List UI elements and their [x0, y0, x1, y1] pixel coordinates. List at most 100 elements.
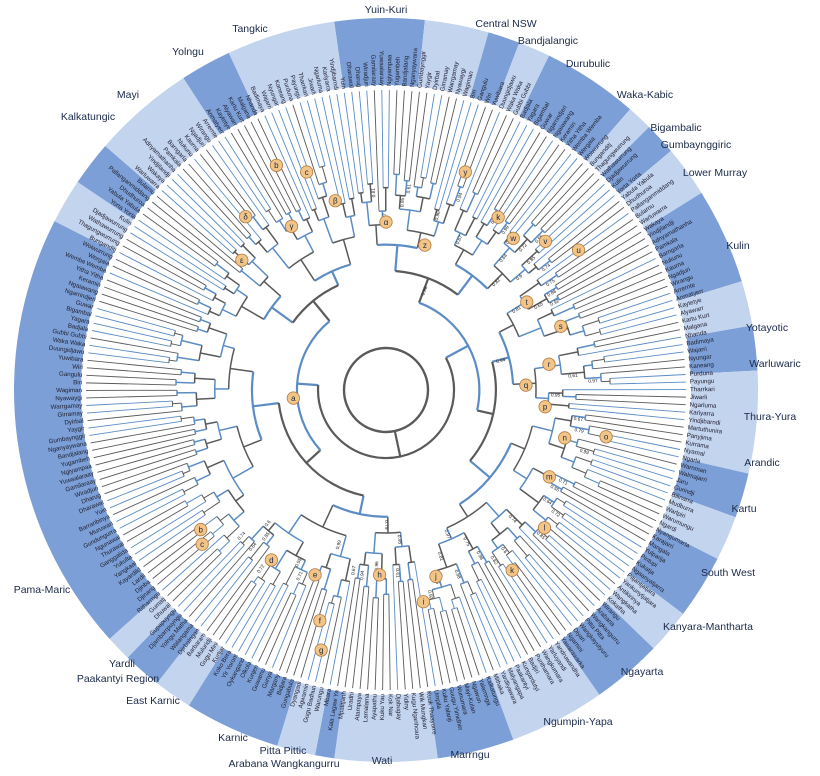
- arc-branch: [246, 234, 252, 240]
- radial-branch: [205, 421, 218, 425]
- radial-branch: [394, 245, 399, 272]
- tip-branch: [600, 438, 679, 458]
- support-value: 0.61: [406, 183, 413, 193]
- group-label: Bigambalic: [650, 122, 701, 134]
- tip-branch: [231, 582, 271, 648]
- tip-branch: [551, 206, 625, 264]
- tip-branch: [86, 382, 176, 386]
- arc-branch: [592, 448, 596, 455]
- tip-branch: [90, 423, 195, 444]
- clade-marker: m: [542, 470, 556, 484]
- radial-branch: [174, 332, 183, 336]
- tip-branch: [101, 293, 199, 328]
- group-label: Yuin-Kuri: [365, 4, 408, 16]
- tip-branch: [86, 395, 178, 399]
- support-value: 0.61: [394, 568, 401, 578]
- tip-branch: [182, 168, 248, 239]
- tip-branch: [458, 596, 487, 673]
- tip-branch: [156, 195, 244, 270]
- arc-branch: [180, 416, 182, 422]
- tip-branch: [438, 102, 472, 211]
- tip-branch: [130, 232, 224, 291]
- group-sector: [127, 609, 199, 684]
- tip-branch: [476, 581, 515, 662]
- clade-marker: p: [538, 400, 552, 414]
- tip-branch: [414, 561, 436, 687]
- tip-label: Atampaya: [354, 692, 363, 721]
- group-sector: [188, 648, 297, 746]
- tip-branch: [366, 90, 374, 184]
- radial-branch: [583, 364, 593, 367]
- radial-branch: [288, 514, 302, 534]
- support-value: 0.64: [248, 541, 259, 552]
- radial-branch: [540, 274, 558, 287]
- radial-branch: [476, 546, 488, 563]
- radial-branch: [522, 223, 534, 237]
- radial-branch: [183, 484, 199, 493]
- tip-branch: [218, 140, 267, 213]
- tip-label: Kaneang: [689, 361, 715, 370]
- group-sector: [428, 676, 514, 759]
- tip-branch: [123, 500, 186, 536]
- radial-branch: [218, 425, 238, 432]
- radial-branch: [519, 282, 540, 297]
- tip-branch: [88, 352, 169, 364]
- arc-branch: [317, 195, 327, 200]
- radial-branch: [233, 510, 245, 521]
- group-sector: [519, 55, 631, 160]
- support-value: 0.6: [264, 519, 273, 528]
- radial-branch: [537, 311, 553, 321]
- radial-branch: [513, 469, 528, 480]
- radial-branch: [521, 250, 538, 266]
- tip-branch: [382, 594, 385, 690]
- tip-branch: [600, 366, 686, 374]
- arc-branch: [475, 236, 488, 245]
- radial-branch: [200, 352, 221, 358]
- tip-branch: [86, 367, 182, 376]
- radial-branch: [453, 232, 461, 246]
- arc-branch: [557, 355, 563, 375]
- support-value: 0.95: [551, 392, 561, 398]
- support-value: 0.79: [383, 520, 389, 530]
- clade-marker: ε: [235, 253, 249, 267]
- tip-branch: [557, 238, 646, 290]
- support-value: 0.95: [400, 197, 407, 207]
- radial-branch: [321, 166, 328, 183]
- group-sector: [677, 281, 753, 338]
- group-sector: [601, 126, 671, 194]
- clade-letter: j: [434, 572, 437, 581]
- tip-label: Wiri: [72, 363, 83, 371]
- radial-branch: [272, 571, 281, 585]
- tip-branch: [599, 307, 675, 330]
- radial-branch: [268, 210, 277, 223]
- radial-branch: [437, 543, 448, 568]
- support-value: 0.97: [442, 529, 451, 540]
- tip-branch: [279, 578, 315, 671]
- radial-branch: [339, 535, 347, 557]
- tip-branch: [427, 609, 444, 685]
- radial-branch: [428, 183, 434, 200]
- tip-branch: [472, 115, 507, 193]
- group-sector: [683, 370, 758, 474]
- radial-branch: [454, 210, 465, 231]
- radial-branch: [321, 197, 330, 218]
- tip-branch: [147, 207, 219, 263]
- tip-branch: [321, 96, 346, 204]
- tip-label: Yugambeh: [394, 56, 402, 86]
- tip-label: Malgana: [683, 321, 708, 333]
- arc-branch: [490, 508, 507, 524]
- tip-branch: [493, 132, 541, 210]
- tip-branch: [488, 560, 542, 648]
- radial-branch: [415, 187, 419, 197]
- tip-branch: [106, 279, 202, 318]
- radial-branch: [267, 522, 276, 532]
- tip-branch: [381, 90, 384, 188]
- support-value: 0.81: [371, 187, 378, 197]
- arc-branch: [223, 534, 230, 542]
- tip-branch: [558, 225, 638, 278]
- tip-branch: [167, 548, 218, 596]
- support-value: 0.75: [545, 278, 556, 288]
- arc-branch: [192, 439, 196, 445]
- radial-branch: [407, 562, 411, 580]
